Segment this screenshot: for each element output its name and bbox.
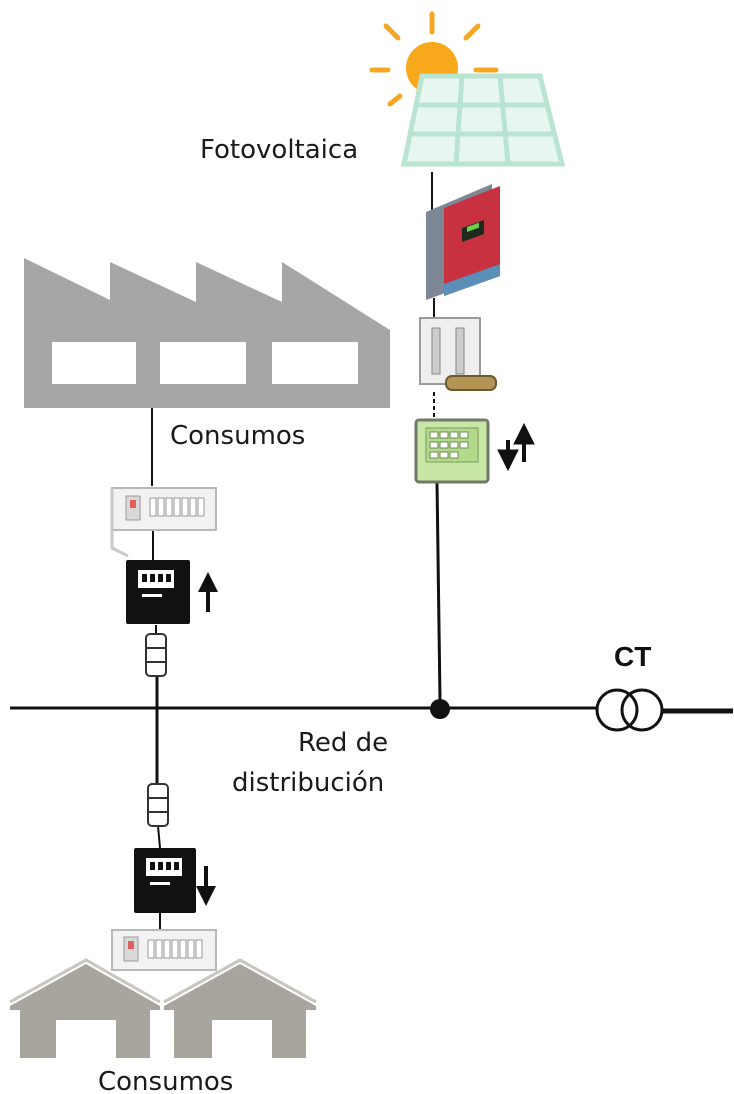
transformer-icon bbox=[595, 688, 664, 732]
pv-label: Fotovoltaica bbox=[200, 135, 358, 165]
consumos-bottom-label: Consumos bbox=[98, 1067, 233, 1094]
bidirectional-arrow-icon bbox=[497, 422, 535, 472]
junction-node bbox=[430, 699, 450, 719]
solar-panel-icon bbox=[400, 73, 566, 167]
distribution-panel-icon bbox=[110, 487, 217, 558]
ct-label: CT bbox=[614, 641, 651, 672]
bidirectional-meter-icon bbox=[414, 418, 490, 484]
consumos-top-label: Consumos bbox=[170, 421, 305, 451]
grid-label-line2: distribución bbox=[232, 768, 384, 798]
pv-branch-line bbox=[435, 481, 442, 701]
distribution-panel-icon bbox=[111, 929, 217, 971]
inverter-icon bbox=[426, 184, 500, 300]
warehouse-icon bbox=[9, 958, 317, 1058]
arrow-up-icon bbox=[198, 572, 218, 612]
disconnect-switch-icon bbox=[419, 317, 497, 391]
energy-meter-icon bbox=[126, 560, 190, 624]
factory-icon bbox=[24, 258, 390, 408]
fuse-icon bbox=[145, 633, 167, 677]
fuse-icon bbox=[147, 783, 169, 827]
energy-meter-icon bbox=[134, 848, 196, 913]
arrow-down-icon bbox=[196, 866, 216, 906]
grid-label-line1: Red de bbox=[298, 728, 388, 758]
consumer-branch-line bbox=[157, 825, 161, 849]
